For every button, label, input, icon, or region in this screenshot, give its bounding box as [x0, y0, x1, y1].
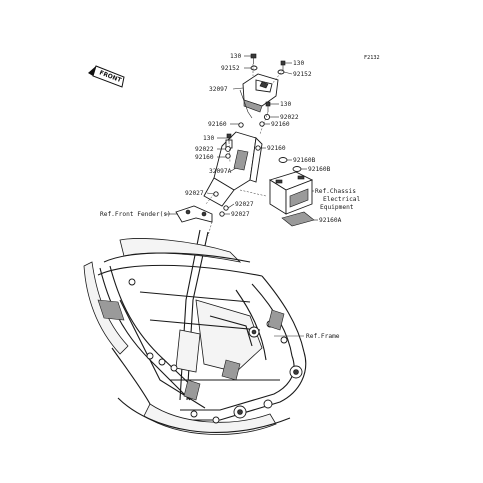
label-92160-c: 92160	[195, 154, 214, 161]
label-92027-a: 92027	[185, 190, 204, 197]
label-92160a: 92160A	[319, 217, 342, 224]
label-130-a: 130	[230, 53, 241, 60]
label-92027-c: 92027	[231, 211, 250, 218]
ref-frame: Ref.Frame	[306, 333, 340, 340]
frame-drawing	[83, 229, 307, 435]
leader-lines	[165, 55, 318, 337]
label-32097a: 32097A	[209, 168, 232, 175]
bolt-130-left	[226, 133, 232, 142]
label-92152-a: 92152	[221, 65, 240, 72]
label-92022-b: 92022	[195, 146, 214, 153]
grommet-92160-mid-right	[259, 121, 265, 127]
label-92027-b: 92027	[235, 201, 254, 208]
nut-92027-c	[219, 211, 225, 217]
grommet-92160b-bottom	[292, 166, 302, 172]
label-130-d: 130	[203, 135, 214, 142]
label-92160b-b: 92160B	[308, 166, 331, 173]
part-labels: 130 92152 130 92152 32097 130 92022 9216…	[100, 53, 361, 340]
ref-chassis-line2: Electrical	[323, 196, 361, 203]
ref-chassis-line1: Ref.Chassis	[315, 188, 356, 195]
label-92152-b: 92152	[293, 71, 312, 78]
label-130-b: 130	[293, 60, 304, 67]
ref-chassis-line3: Equipment	[320, 204, 354, 211]
nut-92027-b	[223, 205, 229, 211]
label-92022-a: 92022	[280, 114, 299, 121]
washer-92022-mid	[263, 113, 271, 121]
bolt-130-top-left	[250, 53, 257, 64]
front-fender-bracket	[175, 205, 213, 223]
bracket-32097a	[203, 131, 263, 207]
bolt-130-mid	[265, 101, 271, 112]
battery-box	[268, 171, 314, 215]
parts-exploded	[175, 53, 315, 237]
label-92160-a: 92160	[271, 121, 290, 128]
label-92160-d: 92160	[267, 145, 286, 152]
grommet-92160-mid-left	[238, 122, 244, 128]
front-arrow-icon: FRONT	[88, 65, 125, 88]
grommet-92160-left	[225, 153, 231, 159]
nut-92027-a	[213, 191, 219, 197]
cover-32097	[239, 73, 279, 119]
label-92160b-a: 92160B	[293, 157, 316, 164]
drawing-code: F2132	[364, 55, 380, 61]
washer-92152-right	[277, 69, 285, 75]
washer-92152-left	[250, 65, 258, 71]
label-92160-b: 92160	[208, 121, 227, 128]
bolt-130-top-right	[280, 60, 286, 70]
label-130-c: 130	[280, 101, 291, 108]
label-32097: 32097	[209, 86, 228, 93]
grommet-92160b-top	[278, 157, 288, 163]
ref-front-fender: Ref.Front Fender(s)	[100, 211, 171, 218]
grommet-92160-right	[255, 145, 261, 151]
